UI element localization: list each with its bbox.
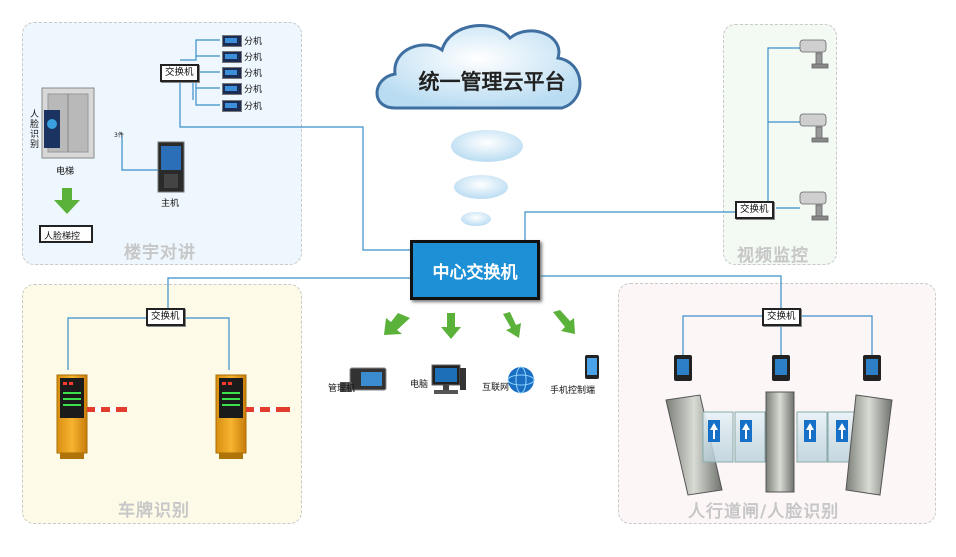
extension-label: 分机 (244, 69, 263, 79)
parking-barrier-2 (215, 374, 290, 459)
extension-device-icon (222, 83, 242, 95)
computer-icon (431, 364, 466, 394)
plate-recognition-title: 车牌识别 (118, 501, 190, 521)
host-intercom-icon (157, 141, 185, 193)
elevator-control-label: 人脸梯控 (44, 232, 81, 242)
parking-barrier-1 (56, 374, 127, 459)
wire-label: 3件 (114, 132, 124, 139)
terminal-label-computer: 电脑 (410, 380, 429, 390)
center-switch: 中心交换机 (410, 240, 540, 300)
extension-label: 分机 (244, 37, 263, 47)
elevator-icon (41, 87, 95, 159)
extension-label: 分机 (244, 85, 263, 95)
cloud-icon (375, 24, 582, 226)
extension-device-icon (222, 35, 242, 47)
terminal-label-mobile: 手机控制端 (550, 386, 596, 396)
extension-device-icon (222, 67, 242, 79)
camera-icon-1 (799, 39, 829, 69)
cloud-platform-title: 统一管理云平台 (418, 70, 566, 94)
pedestrian-gate-title: 人行道闸/人脸识别 (688, 502, 840, 522)
building-switch: 交换机 (160, 64, 199, 82)
gate-switch: 交换机 (762, 308, 801, 326)
elevator-label: 电梯 (56, 167, 75, 177)
extension-device-icon (222, 100, 242, 112)
camera-icon-2 (799, 113, 829, 143)
extension-device-icon (222, 51, 242, 63)
mobile-phone-icon (585, 355, 599, 379)
video-monitoring-title: 视频监控 (737, 246, 809, 266)
extension-label: 分机 (244, 102, 263, 112)
management-terminal-icon (340, 367, 387, 392)
face-recognition-label: 人脸识别 (30, 110, 40, 150)
extension-label: 分机 (244, 53, 263, 63)
terminal-label-internet: 互联网 (482, 383, 510, 393)
pedestrian-turnstile (665, 355, 893, 496)
host-label: 主机 (161, 199, 180, 209)
center-switch-label: 中心交换机 (432, 262, 518, 283)
plate-switch: 交换机 (146, 308, 185, 326)
building-intercom-title: 楼宇对讲 (124, 243, 196, 263)
terminal-label-management: 管理机 (328, 384, 356, 394)
internet-globe-icon (507, 366, 535, 394)
camera-icon-3 (799, 191, 829, 221)
video-switch: 交换机 (735, 201, 774, 219)
